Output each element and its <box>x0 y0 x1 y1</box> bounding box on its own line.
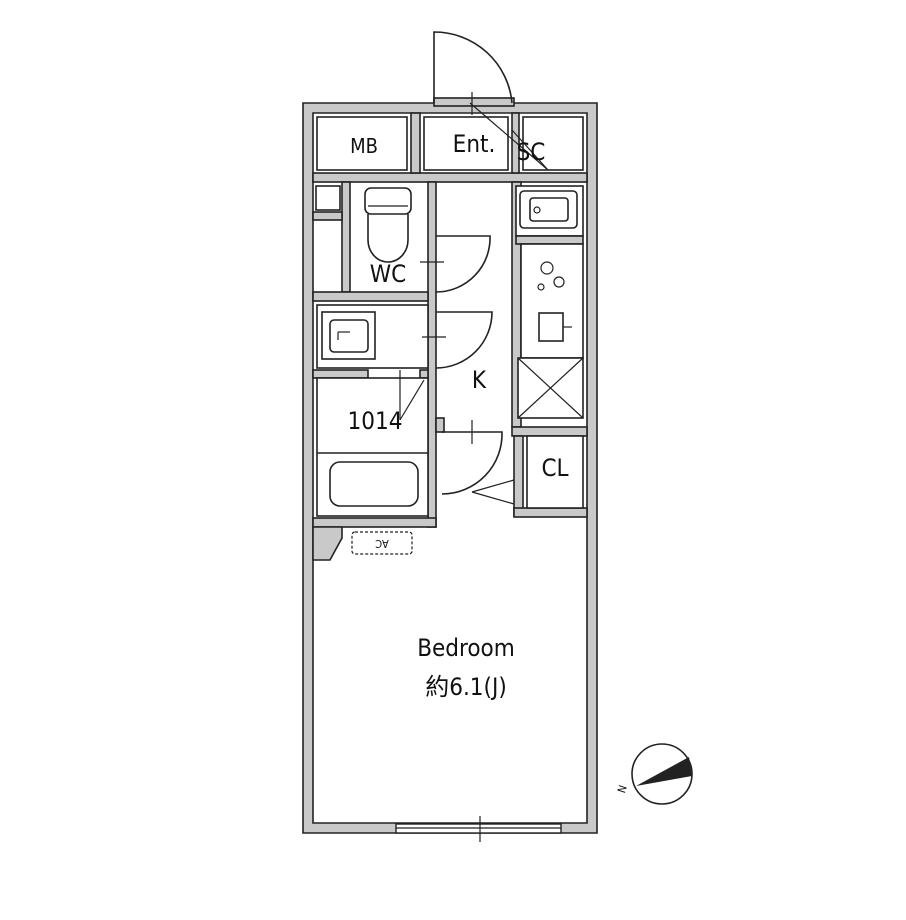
label-bedroom-size: 約6.1(J) <box>425 673 507 701</box>
compass-icon: N <box>615 743 693 805</box>
pipe-space <box>315 185 341 211</box>
kitchen-counter <box>515 185 584 419</box>
label-cl: CL <box>541 454 568 482</box>
label-ent: Ent. <box>453 130 496 158</box>
entrance-door <box>433 31 549 171</box>
label-mb: MB <box>350 134 378 158</box>
label-wc: WC <box>370 260 406 288</box>
toilet-icon <box>364 187 412 263</box>
shoe-cabinet-door <box>511 129 549 171</box>
interior-walls <box>312 112 588 561</box>
washroom-door <box>422 311 493 369</box>
wc-door <box>420 235 491 293</box>
bedroom-window <box>395 816 562 842</box>
compass-label: N <box>615 784 630 795</box>
closet <box>441 420 584 509</box>
label-sc: SC <box>517 138 546 166</box>
unit-bath <box>316 370 429 517</box>
label-bedroom: Bedroom <box>417 634 515 662</box>
washroom <box>316 304 429 369</box>
top-row <box>316 116 584 171</box>
ac-unit <box>351 531 413 555</box>
label-ac: AC <box>375 537 389 550</box>
label-k: K <box>472 366 487 394</box>
label-unit-bath: 1014 <box>348 407 403 435</box>
